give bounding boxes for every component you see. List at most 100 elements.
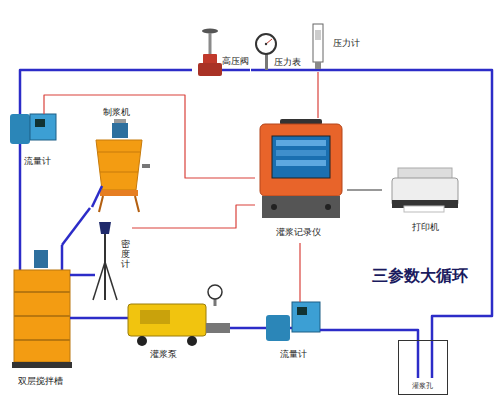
equipment-label: 灌浆记录仪 [276, 227, 321, 237]
equipment-label: 压力计 [333, 38, 360, 48]
diagram-title: 三参数大循环 [372, 266, 468, 287]
tank-band [14, 315, 70, 317]
grout-hole-box: 灌浆孔 [398, 340, 448, 395]
meter-box [30, 114, 56, 140]
equipment-label: 灌浆孔 [412, 382, 433, 390]
pressure-meter-icon [308, 24, 363, 75]
pipe-connector [299, 243, 300, 295]
pipe-segment [88, 274, 95, 277]
pipe-segment [92, 186, 102, 207]
gauge-stem [265, 54, 268, 70]
valve-node: 高压阀 [192, 28, 251, 80]
recorder-case [260, 124, 342, 196]
motor-cap [114, 119, 126, 123]
gauge-dial [256, 34, 276, 54]
pipe-segment [122, 317, 128, 320]
pipe-connector [363, 70, 492, 340]
tank-band [14, 291, 70, 293]
pipe-connector [62, 208, 90, 245]
gauge-node: 压力表 [255, 33, 305, 75]
equipment-label: 流量计 [24, 156, 51, 166]
pump-icon [122, 285, 230, 346]
printer-paper [404, 206, 444, 212]
pump-body [128, 304, 206, 336]
pipe-segment [70, 317, 74, 320]
tank-base [12, 362, 72, 368]
pump-gauge [208, 285, 222, 299]
tank-motor [34, 250, 48, 268]
pipe-segment [222, 69, 250, 72]
printer-icon [392, 168, 458, 212]
density-head [99, 222, 111, 234]
pump-motor [140, 310, 170, 324]
gauge-pivot [265, 43, 267, 45]
meter-window [315, 30, 321, 40]
valve-stem [209, 33, 212, 54]
flowmeter-node: 流量计 [262, 295, 324, 365]
meter-screen [297, 307, 307, 315]
mixing-tank-icon [12, 245, 74, 368]
mixer-motor [112, 123, 128, 138]
flowmeter-node: 流量计 [6, 104, 60, 172]
meter-box [292, 302, 320, 332]
density-meter-node: 密度计 [88, 218, 132, 303]
meter-fitting [315, 62, 321, 69]
mixer-leg [135, 196, 139, 212]
pipe-segment [320, 329, 324, 332]
pipe-connector [251, 69, 255, 72]
pipe-connector [74, 274, 88, 277]
printer-node: 打印机 [382, 162, 467, 237]
pressure-meter-node: 压力计 [308, 22, 363, 75]
pipe-segment [70, 274, 74, 277]
recorder-base [262, 196, 340, 218]
mixer-outlet [142, 164, 150, 168]
meter-body [313, 24, 323, 62]
drum-band [98, 152, 140, 153]
equipment-label: 灌浆泵 [150, 349, 177, 359]
equipment-label: 密度计 [121, 240, 130, 270]
grout-hole-icon [418, 340, 432, 378]
pipe-connector [20, 70, 192, 104]
equipment-label: 制浆机 [103, 107, 130, 117]
pump-wheel [187, 336, 197, 346]
valve-flange [198, 63, 222, 76]
mixer-drum [96, 140, 142, 190]
meter-screen [35, 119, 45, 127]
pipe-connector [317, 75, 318, 118]
equipment-label: 压力表 [274, 57, 301, 67]
recorder-port [325, 204, 331, 210]
pipe-segment [255, 69, 305, 72]
screen-row [276, 160, 326, 166]
pipe-segment [417, 340, 420, 378]
tank-body [14, 270, 70, 362]
flowmeter-icon [10, 104, 56, 172]
gauge-icon [255, 34, 305, 70]
screen-row [276, 150, 326, 156]
pipe-segment [61, 245, 64, 272]
pipe-connector [324, 330, 418, 340]
signal-wire [299, 295, 300, 302]
equipment-label: 流量计 [280, 349, 307, 359]
pipe-segment [308, 69, 363, 72]
valve-handwheel [202, 29, 218, 34]
equipment-label: 高压阀 [222, 56, 249, 66]
equipment-label: 打印机 [412, 222, 439, 232]
density-meter-icon [88, 222, 117, 300]
tripod-leg [93, 262, 105, 300]
pipe-connector [305, 69, 308, 72]
pipe-segment [431, 340, 434, 378]
mixing-tank-node: 双层搅拌槽 [8, 245, 74, 390]
valve-body [203, 54, 217, 64]
recorder-node: 灌浆记录仪 [255, 118, 347, 243]
drum-band [100, 172, 138, 173]
pipe-connector [347, 189, 382, 190]
pump-node: 灌浆泵 [122, 282, 230, 364]
recorder-port [271, 204, 277, 210]
recorder-icon [260, 119, 342, 218]
mixer-node: 制浆机 [90, 105, 155, 215]
pipe-connector [19, 172, 22, 245]
pipe-segment [19, 245, 22, 272]
density-rod [104, 234, 106, 300]
pipe-connector [74, 317, 122, 320]
pump-wheel [137, 336, 147, 346]
